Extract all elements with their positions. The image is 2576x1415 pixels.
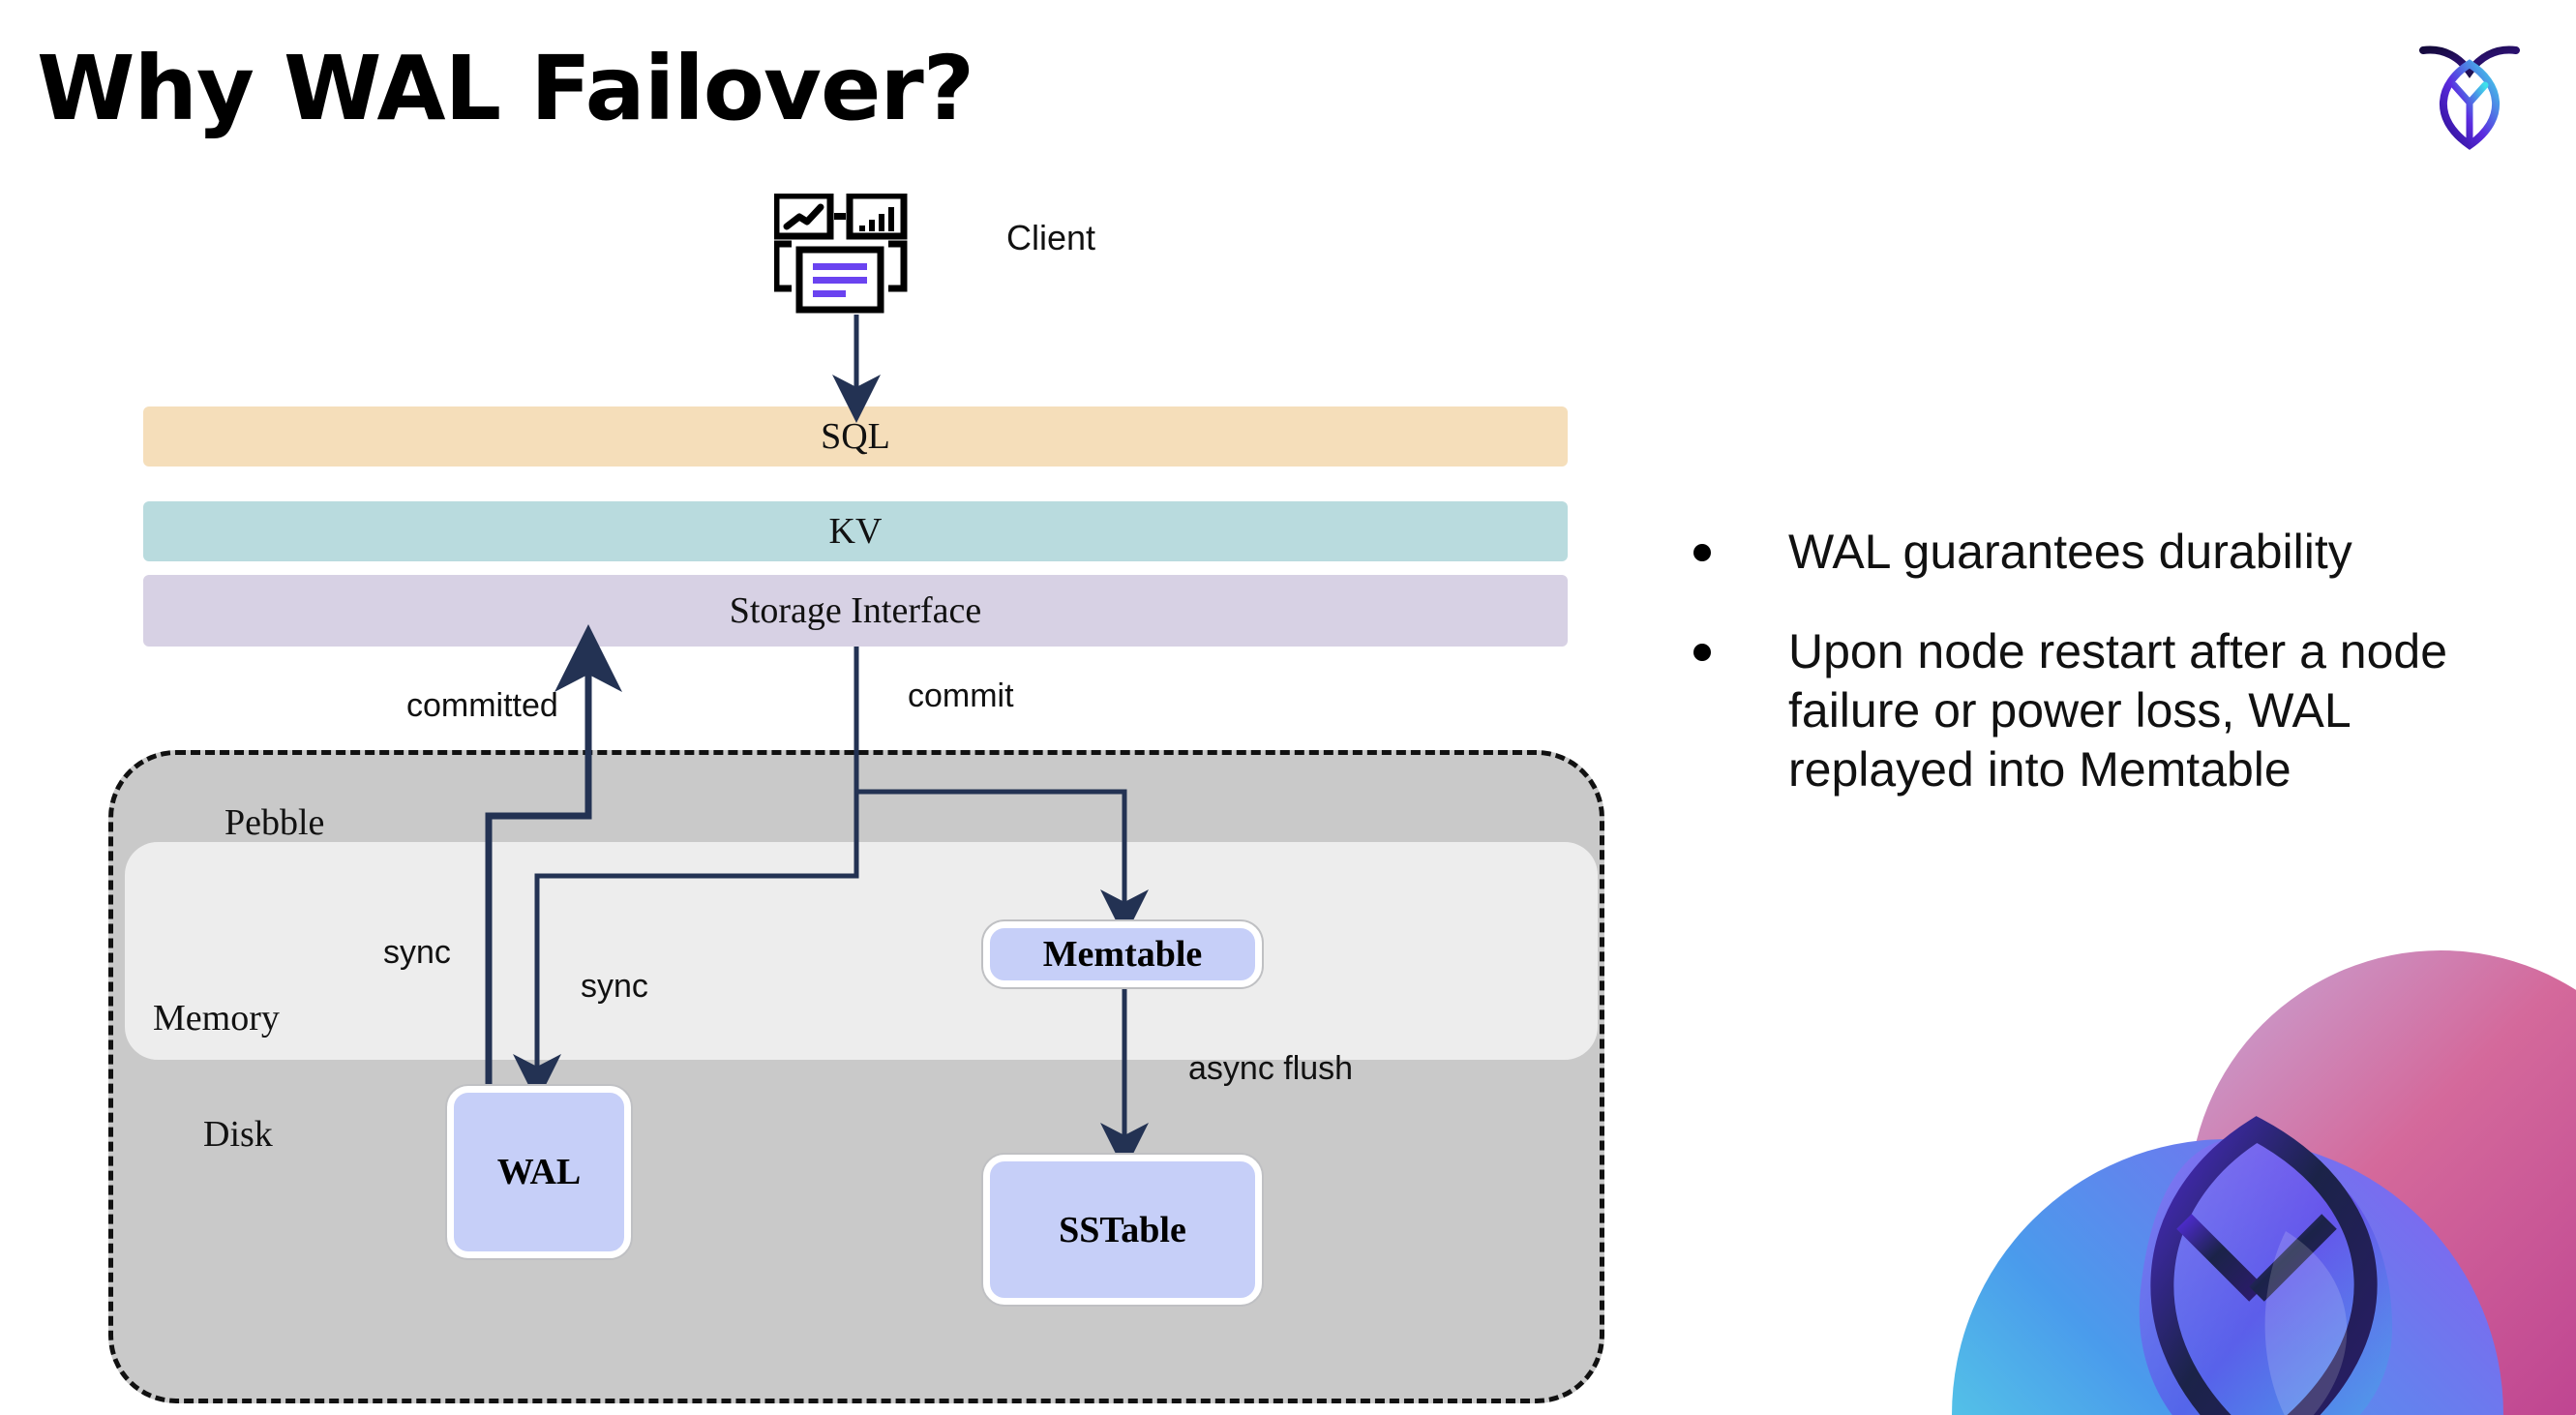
bullet-dot-icon xyxy=(1693,644,1711,661)
bullet-dot-icon xyxy=(1693,544,1711,561)
box-wal: WAL xyxy=(447,1086,631,1258)
client-dashboard-icon xyxy=(772,192,929,315)
edge-label-committed: committed xyxy=(406,687,558,724)
box-label-wal: WAL xyxy=(496,1152,582,1192)
edge-committed xyxy=(485,624,622,1086)
page-title: Why WAL Failover? xyxy=(37,37,974,140)
layer-bar-storage-interface: Storage Interface xyxy=(143,575,1568,647)
box-label-sstable: SSTable xyxy=(1059,1209,1186,1250)
edge-label-sync-right: sync xyxy=(581,968,648,1005)
memory-band xyxy=(125,842,1598,1060)
layer-label-sql: SQL xyxy=(821,416,890,457)
memory-label: Memory xyxy=(153,998,280,1039)
box-label-memtable: Memtable xyxy=(1042,934,1203,975)
edge-label-async-flush: async flush xyxy=(1188,1050,1354,1087)
box-memtable: Memtable xyxy=(983,921,1262,987)
bullet-text: Upon node restart after a node failure o… xyxy=(1788,624,2448,797)
list-item: Upon node restart after a node failure o… xyxy=(1693,622,2535,799)
layer-bar-sql: SQL xyxy=(143,406,1568,467)
edge-sync-to-wal xyxy=(513,792,859,1102)
cockroachdb-logo-icon xyxy=(2411,29,2528,150)
client-label: Client xyxy=(1006,218,1096,257)
list-item: WAL guarantees durability xyxy=(1693,523,2535,582)
layer-bar-kv: KV xyxy=(143,501,1568,561)
edge-commit-to-memtable xyxy=(854,647,1149,938)
box-sstable: SSTable xyxy=(983,1155,1262,1305)
gradient-circles-decoration xyxy=(1937,912,2576,1415)
layer-label-kv: KV xyxy=(828,511,883,552)
diagram-arrows xyxy=(485,315,1149,1171)
edge-label-commit: commit xyxy=(908,677,1014,714)
pebble-container xyxy=(108,750,1604,1403)
bullet-list: WAL guarantees durability Upon node rest… xyxy=(1693,523,2535,840)
bullet-text: WAL guarantees durability xyxy=(1788,525,2352,579)
architecture-diagram: Client SQL KV Storage Interface Pebble M… xyxy=(108,192,1604,1403)
pebble-label: Pebble xyxy=(225,802,325,843)
disk-label: Disk xyxy=(203,1114,273,1155)
edge-label-sync-left: sync xyxy=(383,934,451,971)
layer-label-storage-interface: Storage Interface xyxy=(729,590,982,631)
